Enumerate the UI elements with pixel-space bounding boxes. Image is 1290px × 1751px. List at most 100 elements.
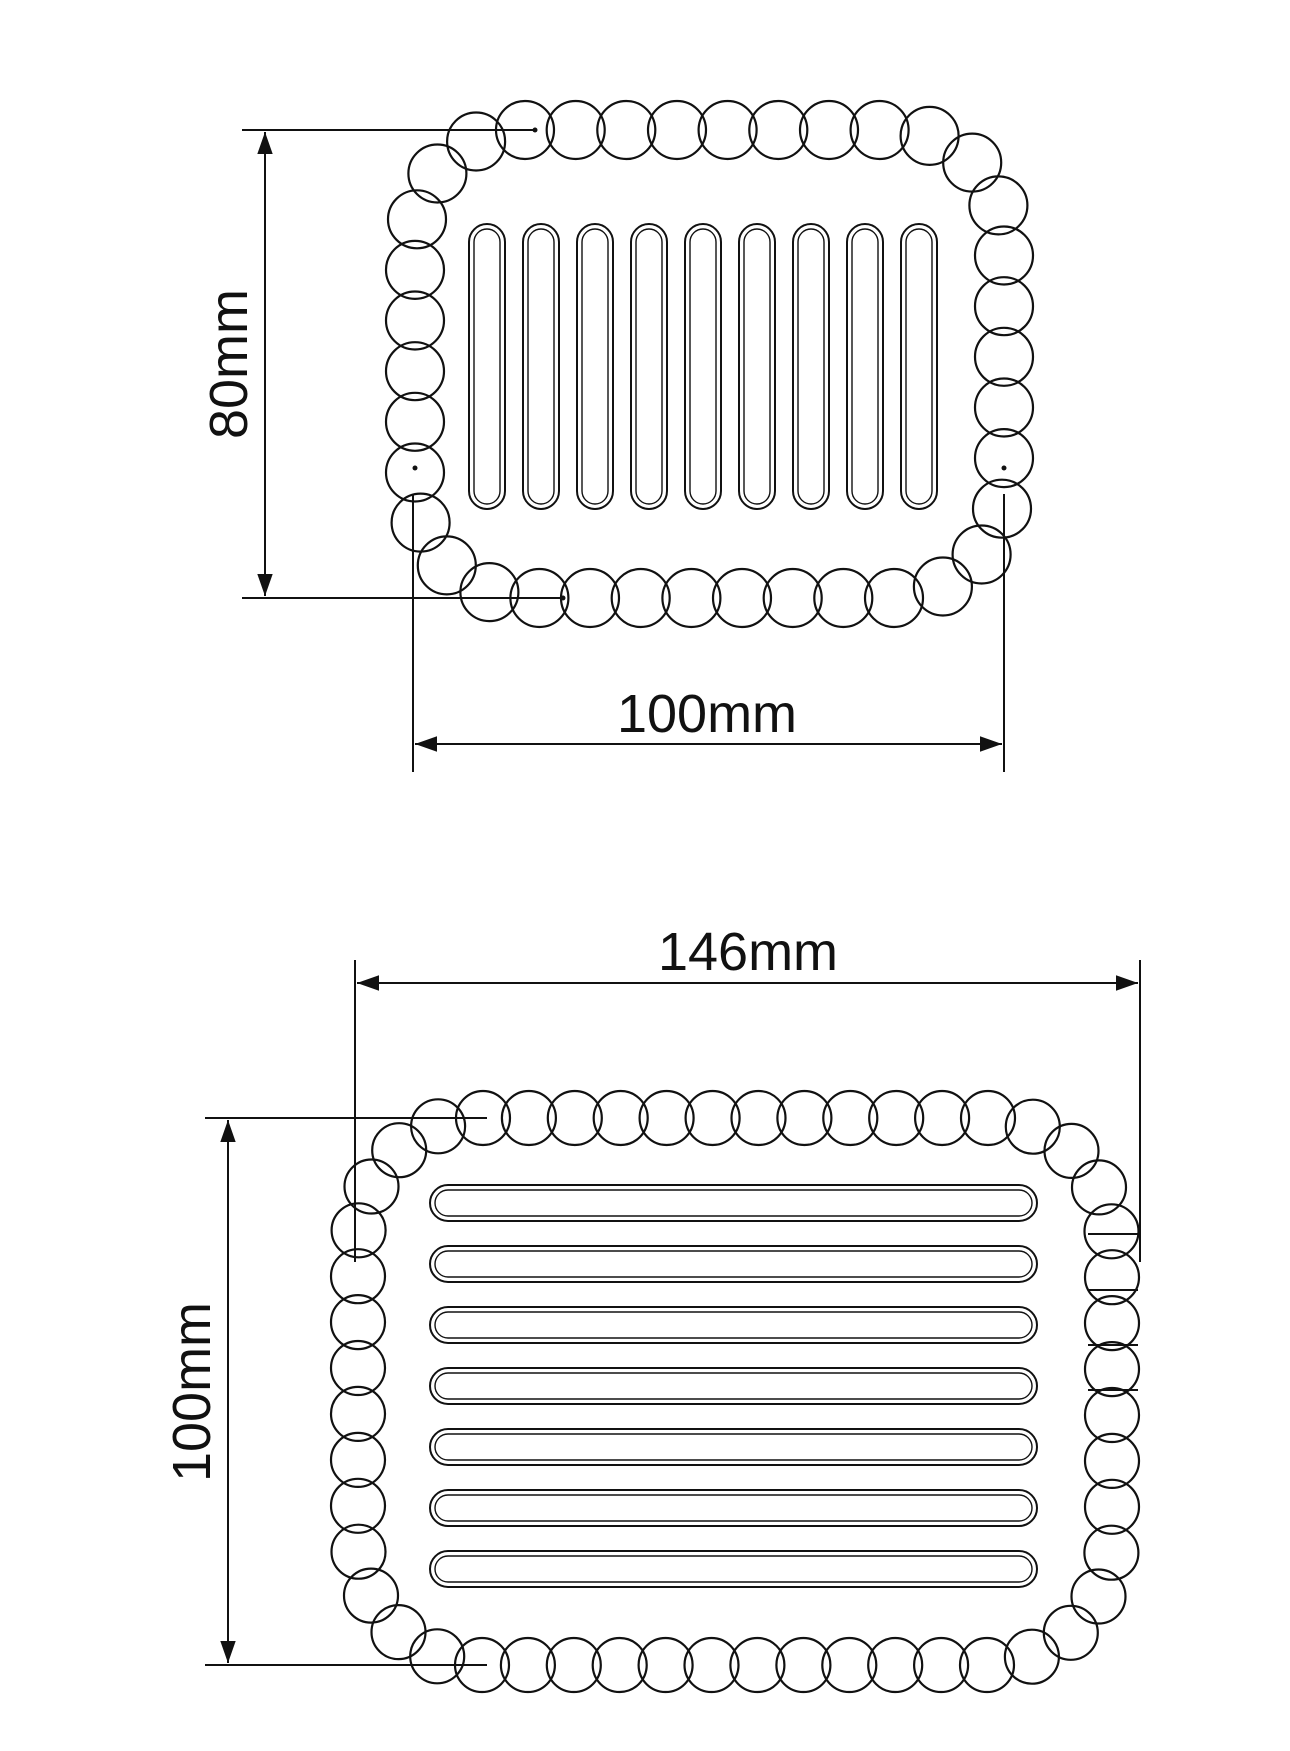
small-height-label: 80mm: [199, 289, 259, 439]
large-dish-drain-slots: [429, 1184, 1038, 1588]
bead: [1070, 1159, 1128, 1216]
bead: [813, 567, 874, 629]
drain-slot: [576, 223, 614, 510]
bead: [1083, 1524, 1140, 1581]
bead: [329, 1293, 387, 1351]
bead: [762, 567, 823, 629]
drain-slot-inner: [851, 228, 879, 505]
bead: [370, 1603, 427, 1661]
bead: [446, 111, 507, 172]
drain-slot: [429, 1550, 1038, 1588]
bead: [1083, 1386, 1141, 1444]
bead: [1083, 1432, 1141, 1490]
bead: [971, 478, 1033, 539]
large-dish: [329, 1089, 1141, 1694]
bead: [729, 1636, 786, 1694]
small-dish-bead-rim: [384, 99, 1035, 629]
bead: [416, 535, 477, 596]
bead: [329, 1385, 387, 1443]
bead: [868, 1089, 925, 1147]
bead: [410, 1098, 467, 1155]
bead: [646, 99, 708, 161]
bead: [591, 1636, 648, 1694]
bead: [683, 1636, 740, 1694]
drain-slot-inner: [473, 228, 501, 505]
bead: [546, 1089, 603, 1147]
drain-slot: [792, 223, 830, 510]
drain-slot-inner: [434, 1494, 1033, 1522]
bead: [711, 567, 773, 629]
drain-slot: [468, 223, 506, 510]
bead: [329, 1477, 387, 1534]
drain-slot-inner: [434, 1433, 1033, 1461]
bead: [899, 105, 960, 166]
drain-slot-inner: [581, 228, 609, 505]
bead: [867, 1636, 924, 1694]
drain-slot: [429, 1489, 1038, 1527]
drain-slot: [522, 223, 560, 510]
bead: [384, 290, 446, 351]
bead: [386, 189, 448, 250]
bead: [330, 1523, 387, 1580]
bead: [610, 567, 671, 629]
bead: [1083, 1478, 1141, 1535]
bead: [684, 1089, 741, 1147]
bead: [822, 1089, 879, 1147]
drain-slot: [429, 1367, 1038, 1405]
drain-slot-inner: [635, 228, 663, 505]
drain-slot-inner: [434, 1250, 1033, 1278]
bead: [559, 567, 621, 629]
bead: [343, 1158, 400, 1215]
bead: [638, 1089, 695, 1147]
drain-slot: [846, 223, 884, 510]
drain-slot: [429, 1245, 1038, 1283]
small-width-label: 100mm: [617, 684, 797, 744]
bead: [371, 1122, 428, 1179]
drain-slot-inner: [527, 228, 555, 505]
large-width-label: 146mm: [658, 922, 838, 982]
bead: [1042, 1604, 1099, 1661]
bead: [775, 1636, 832, 1694]
bead: [913, 1089, 971, 1147]
drain-slot-inner: [743, 228, 771, 505]
bead: [329, 1339, 387, 1397]
drain-slot-inner: [434, 1555, 1033, 1583]
drain-slot: [429, 1306, 1038, 1344]
small-dish-drain-slots: [468, 223, 938, 510]
drain-slot-inner: [434, 1189, 1033, 1217]
drain-slot-inner: [797, 228, 825, 505]
bead: [951, 524, 1012, 585]
bead: [748, 99, 809, 161]
bead: [661, 567, 722, 629]
drain-slot: [429, 1184, 1038, 1222]
large-dish-bead-rim: [329, 1089, 1141, 1694]
bead: [390, 492, 451, 553]
bead: [912, 556, 974, 617]
bead: [1043, 1122, 1100, 1180]
bead: [821, 1636, 878, 1694]
bead: [973, 377, 1035, 438]
small-height-dimension: [242, 129, 563, 599]
bead: [596, 99, 657, 161]
bead: [384, 442, 446, 503]
bead: [637, 1636, 694, 1694]
bead: [545, 1636, 602, 1694]
bead: [330, 1202, 387, 1259]
bead: [384, 391, 446, 452]
bead: [959, 1089, 1017, 1147]
small-dish: [384, 99, 1035, 629]
bead: [329, 1248, 387, 1305]
bead: [1083, 1203, 1140, 1260]
drain-slot-inner: [434, 1311, 1033, 1339]
bead: [697, 99, 758, 161]
large-height-label: 100mm: [162, 1302, 222, 1482]
bead: [407, 143, 468, 204]
bead: [776, 1089, 833, 1147]
bead: [973, 326, 1035, 387]
bead: [592, 1089, 649, 1147]
bead: [1003, 1628, 1061, 1685]
bead: [500, 1089, 558, 1147]
bead: [942, 132, 1003, 193]
drain-slot: [630, 223, 668, 510]
